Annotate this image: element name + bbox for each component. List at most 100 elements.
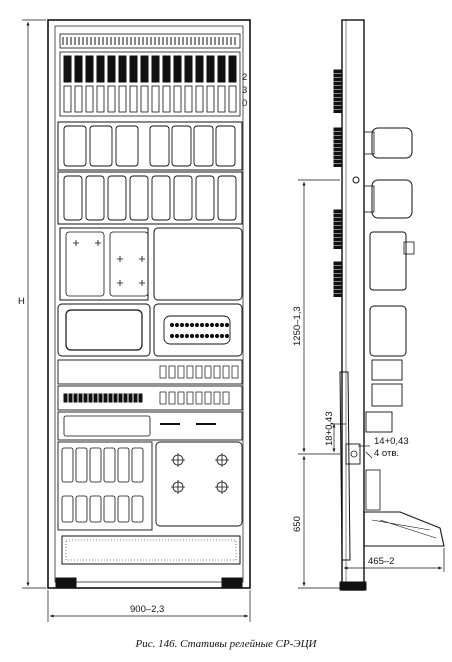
relays-row-2: [63, 175, 237, 221]
relay: [171, 125, 192, 167]
relay: [63, 175, 83, 221]
side-box-6: [365, 469, 381, 511]
side-terminal: [333, 93, 342, 97]
pin: [209, 333, 215, 339]
relay: [115, 125, 139, 167]
pin: [179, 322, 185, 328]
rack-foot-right: [221, 577, 243, 589]
side-terminal: [333, 89, 342, 93]
side-post: [341, 19, 365, 591]
side-terminal: [333, 217, 342, 221]
pin: [169, 322, 175, 328]
side-terminal: [333, 155, 342, 159]
module-pin: [93, 393, 98, 403]
plug: [206, 55, 215, 83]
plug: [129, 55, 138, 83]
plug: [118, 55, 127, 83]
side-cylinder-2-cap: [363, 185, 375, 213]
plug-socket: [195, 85, 204, 113]
plug-socket: [206, 85, 215, 113]
side-terminal: [333, 241, 342, 245]
side-box-1-knob: [403, 241, 415, 255]
side-box-1: [369, 231, 407, 291]
module-row-1: [57, 359, 243, 385]
plug-socket: [85, 85, 94, 113]
pin: [194, 322, 200, 328]
relay: [117, 495, 130, 523]
plug-socket: [118, 85, 127, 113]
module-cell: [159, 365, 167, 379]
relay: [193, 125, 214, 167]
relay: [131, 495, 144, 523]
side-terminal: [333, 221, 342, 225]
module-cell: [195, 365, 203, 379]
side-terminal: [333, 73, 342, 77]
panel-b: [109, 231, 149, 297]
relay: [63, 125, 87, 167]
side-terminal: [333, 289, 342, 293]
plug: [107, 55, 116, 83]
side-terminal: [333, 143, 342, 147]
bottom-tray-inner: [65, 539, 237, 561]
relay: [61, 495, 74, 523]
relay: [89, 495, 102, 523]
module-pin: [88, 393, 93, 403]
module-row-2: [57, 385, 243, 411]
dim-depth: [341, 548, 445, 572]
side-terminal: [333, 131, 342, 135]
side-terminal: [333, 261, 342, 265]
figure-caption: Рис. 146. Стативы релейные СР-ЭЦИ: [135, 638, 317, 650]
row-marker-3: 3: [242, 85, 247, 96]
side-terminal: [333, 233, 342, 237]
relay: [103, 495, 116, 523]
pin: [224, 322, 230, 328]
side-terminal: [333, 109, 342, 113]
module-cell: [186, 391, 194, 405]
side-cylinder-1-cap: [363, 131, 375, 155]
front-view: [47, 19, 251, 589]
plug: [217, 55, 226, 83]
plug: [184, 55, 193, 83]
plug: [140, 55, 149, 83]
dim-1250-label: 1250–1,3: [292, 306, 303, 346]
pin: [209, 322, 215, 328]
module-pin: [108, 393, 113, 403]
plug: [63, 55, 72, 83]
relay: [107, 175, 127, 221]
plug: [96, 55, 105, 83]
pin: [219, 322, 225, 328]
panel-crosses: [73, 240, 145, 286]
dim-1250: [298, 179, 340, 455]
plug-socket: [107, 85, 116, 113]
dim-18: [330, 423, 346, 452]
rack-frame: [47, 19, 251, 589]
plug: [162, 55, 171, 83]
plug-connectors: [63, 55, 237, 113]
connector-pins: [169, 322, 230, 339]
module-row-2-cells: [63, 391, 230, 405]
side-view: [333, 19, 445, 591]
plug: [74, 55, 83, 83]
connector-plate: [163, 315, 231, 345]
relay: [215, 125, 236, 167]
module-row-1-cells: [159, 365, 239, 379]
relay: [89, 447, 102, 483]
panel-a: [65, 231, 105, 297]
pin: [224, 333, 230, 339]
side-terminal: [333, 237, 342, 241]
width-label: 900–2,3: [130, 604, 164, 615]
row-marker-0: 0: [242, 98, 247, 109]
side-base-foot: [339, 581, 367, 591]
module-cell: [213, 391, 221, 405]
plug-socket: [228, 85, 237, 113]
bottom-tray: [61, 535, 241, 565]
module-cell: [168, 391, 176, 405]
relay-shelf-1: [57, 121, 243, 171]
side-terminal: [333, 281, 342, 285]
side-swing-arm: [339, 371, 351, 561]
side-box-3: [371, 359, 403, 381]
side-terminal: [333, 159, 342, 163]
side-terminal: [333, 285, 342, 289]
relays-row-1: [63, 125, 236, 167]
holes-note: 4 отв.: [374, 448, 399, 459]
